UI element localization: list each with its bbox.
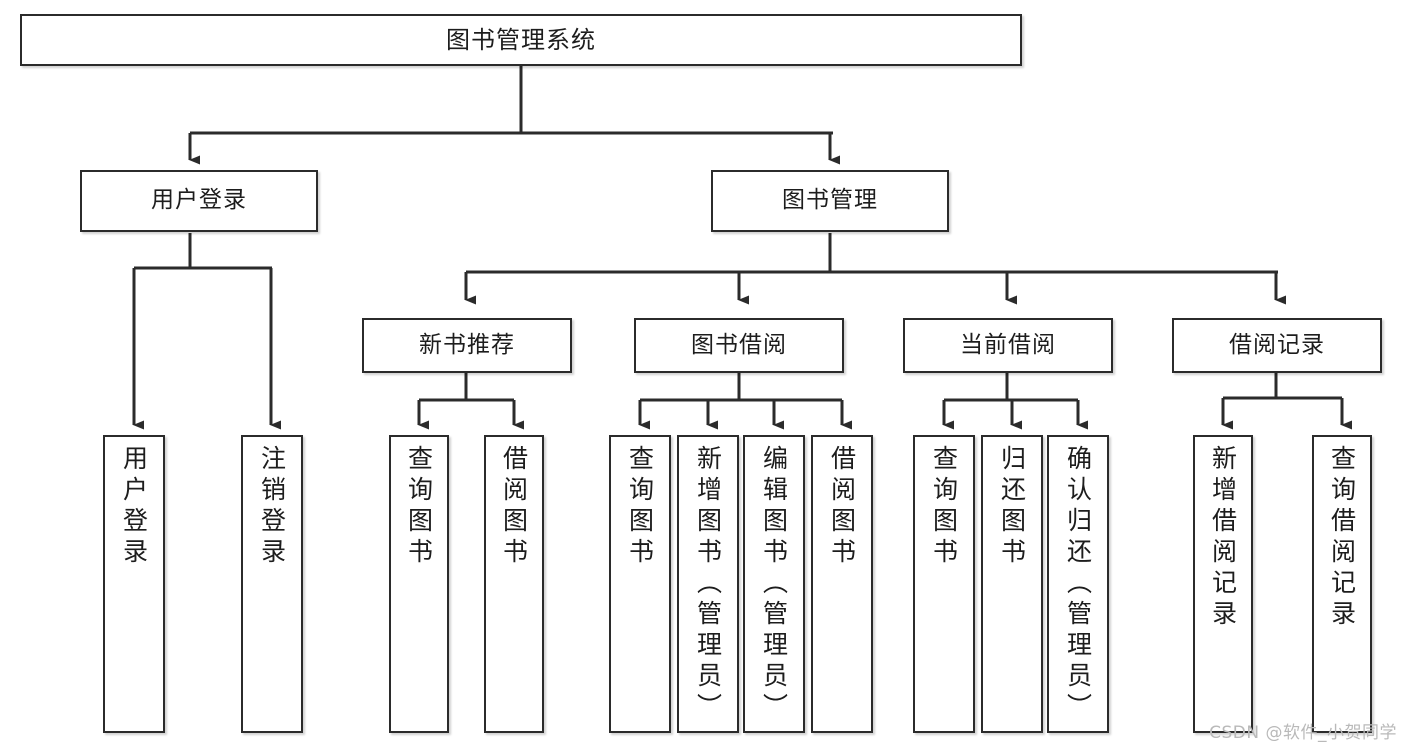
leaf-edit-book-admin[interactable]: 编辑图书（管理员） (743, 435, 805, 733)
node-label: 编辑图书（管理员） (759, 445, 789, 724)
node-label: 注销登录 (257, 445, 287, 569)
leaf-return-book[interactable]: 归还图书 (981, 435, 1043, 733)
node-label: 当前借阅 (960, 331, 1056, 358)
node-label: 图书借阅 (691, 331, 787, 358)
node-label: 查询图书 (625, 445, 655, 569)
leaf-query-book-current[interactable]: 查询图书 (913, 435, 975, 733)
leaf-logout-login[interactable]: 注销登录 (241, 435, 303, 733)
leaf-user-login[interactable]: 用户登录 (103, 435, 165, 733)
leaf-add-book-admin[interactable]: 新增图书（管理员） (677, 435, 739, 733)
node-label: 查询图书 (404, 445, 434, 569)
leaf-confirm-return-admin[interactable]: 确认归还（管理员） (1047, 435, 1109, 733)
node-label: 新增借阅记录 (1208, 445, 1238, 631)
leaf-query-book-recommend[interactable]: 查询图书 (389, 435, 449, 733)
csdn-watermark: CSDN @软件_小贺同学 (1209, 723, 1397, 743)
node-label: 用户登录 (119, 445, 149, 569)
node-root-system[interactable]: 图书管理系统 (20, 14, 1022, 66)
leaf-borrow-book-recommend[interactable]: 借阅图书 (484, 435, 544, 733)
node-label: 查询图书 (929, 445, 959, 569)
node-book-management[interactable]: 图书管理 (711, 170, 949, 232)
node-label: 新增图书（管理员） (693, 445, 723, 724)
node-label: 图书管理 (782, 187, 878, 214)
node-new-book-recommend[interactable]: 新书推荐 (362, 318, 572, 373)
node-book-borrow[interactable]: 图书借阅 (634, 318, 844, 373)
node-label: 确认归还（管理员） (1063, 445, 1093, 724)
node-label: 图书管理系统 (446, 25, 596, 54)
leaf-borrow-book-borrow[interactable]: 借阅图书 (811, 435, 873, 733)
node-label: 查询借阅记录 (1327, 445, 1357, 631)
node-borrow-record[interactable]: 借阅记录 (1172, 318, 1382, 373)
node-label: 归还图书 (997, 445, 1027, 569)
leaf-query-book-borrow[interactable]: 查询图书 (609, 435, 671, 733)
node-label: 借阅图书 (499, 445, 529, 569)
node-user-login[interactable]: 用户登录 (80, 170, 318, 232)
node-label: 借阅图书 (827, 445, 857, 569)
leaf-add-borrow-record[interactable]: 新增借阅记录 (1193, 435, 1253, 733)
leaf-query-borrow-record[interactable]: 查询借阅记录 (1312, 435, 1372, 733)
node-label: 用户登录 (151, 187, 247, 214)
node-current-borrow[interactable]: 当前借阅 (903, 318, 1113, 373)
node-label: 新书推荐 (419, 331, 515, 358)
node-label: 借阅记录 (1229, 331, 1325, 358)
